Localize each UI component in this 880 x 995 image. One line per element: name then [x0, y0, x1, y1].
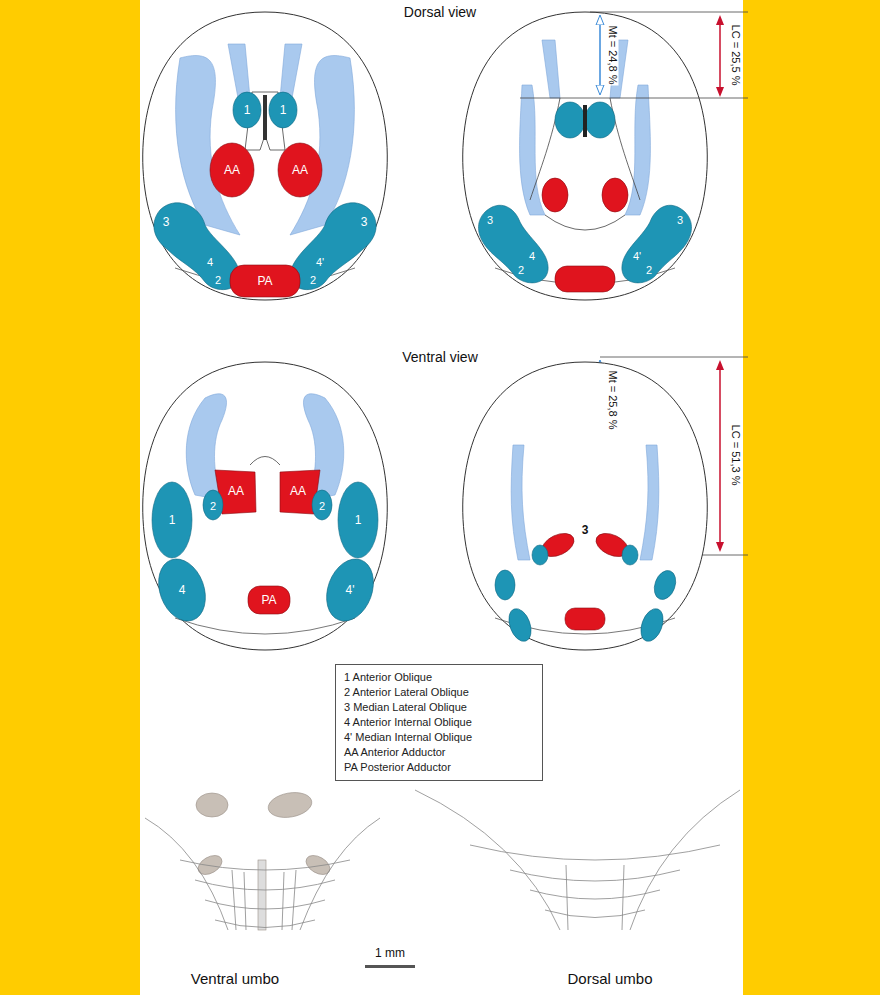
- scar-number: 1: [280, 104, 287, 116]
- scar-number: 2: [646, 265, 652, 276]
- scar-number: 1: [355, 514, 362, 526]
- scar-number: 2: [310, 275, 316, 286]
- scale-label: 1 mm: [375, 947, 405, 959]
- scar-number: AA: [292, 164, 308, 176]
- dimension-label: Mt = 24,8 %: [606, 24, 619, 85]
- scar-number: 4: [179, 584, 186, 596]
- scar-number: 3: [582, 524, 589, 536]
- scar-number: 3: [361, 216, 368, 228]
- dimension-label: LC = 51,3 %: [729, 424, 742, 487]
- legend-entry: 2 Anterior Lateral Oblique: [344, 685, 534, 700]
- scar-number: 4': [316, 257, 324, 268]
- scar-number: AA: [228, 485, 244, 497]
- scar-number: 4: [207, 257, 213, 268]
- legend-entry: 4 Anterior Internal Oblique: [344, 715, 534, 730]
- legend-entry: AA Anterior Adductor: [344, 745, 534, 760]
- scar-number: 2: [518, 265, 524, 276]
- caption-label: Ventral umbo: [191, 971, 279, 986]
- legend-entry: 3 Median Lateral Oblique: [344, 700, 534, 715]
- scar-number: 2: [210, 501, 216, 512]
- scar-number: PA: [261, 594, 276, 606]
- scar-number: AA: [290, 485, 306, 497]
- scar-number: 3: [163, 216, 170, 228]
- scar-number: 1: [244, 104, 251, 116]
- view-title: Dorsal view: [404, 5, 476, 19]
- scar-number: 3: [487, 215, 493, 226]
- scar-number: PA: [257, 275, 272, 287]
- scar-number: 4: [529, 251, 535, 262]
- scar-number: 4': [346, 584, 355, 596]
- view-title: Ventral view: [402, 350, 477, 364]
- legend-entry: PA Posterior Adductor: [344, 760, 534, 775]
- scar-number: 2: [319, 501, 325, 512]
- caption-label: Dorsal umbo: [567, 971, 652, 986]
- scar-number: 3: [677, 215, 683, 226]
- dimension-label: Mt = 25,8 %: [606, 369, 619, 430]
- legend-entry: 1 Anterior Oblique: [344, 670, 534, 685]
- scar-number: 4': [633, 251, 641, 262]
- dimension-label: LC = 25,5 %: [729, 24, 742, 87]
- scar-number: AA: [224, 164, 240, 176]
- legend-box: 1 Anterior Oblique2 Anterior Lateral Obl…: [335, 664, 543, 781]
- legend-entry: 4' Median Internal Oblique: [344, 730, 534, 745]
- scar-number: 1: [169, 514, 176, 526]
- scar-number: 2: [215, 275, 221, 286]
